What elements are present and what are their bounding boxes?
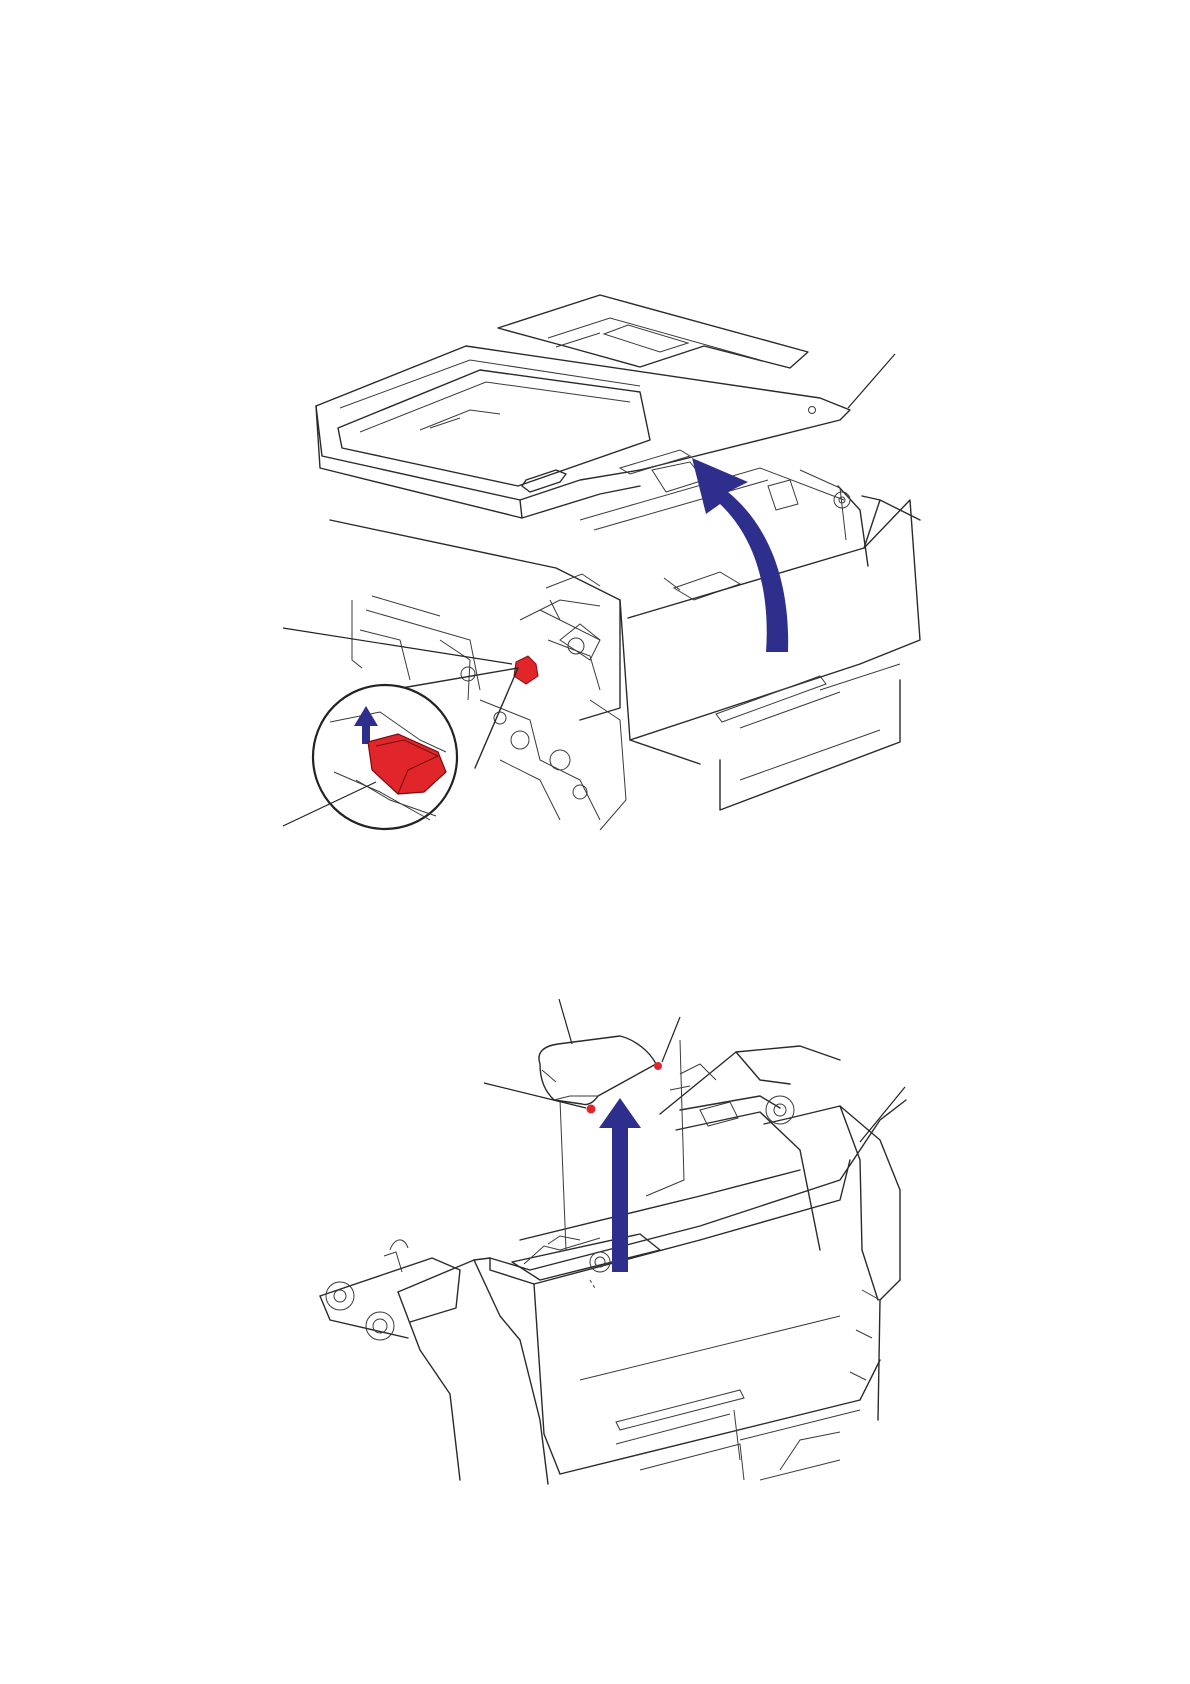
leader-line-cover-panel — [559, 999, 572, 1044]
figure-1-scanner-open — [283, 295, 920, 830]
curved-up-arrow-icon — [692, 458, 788, 652]
pin-highlight-icon-right — [654, 1062, 662, 1070]
leader-line-scanner-cover — [848, 354, 895, 408]
lever-detail-callout — [313, 668, 518, 829]
figure-2-cover-removal — [320, 999, 906, 1484]
leader-line-body — [860, 1087, 905, 1142]
leader-line-release-lever — [283, 628, 512, 664]
pin-highlight-icon — [587, 1105, 596, 1114]
leader-line-right-pin — [662, 1017, 680, 1062]
straight-up-arrow-icon — [599, 1098, 641, 1272]
